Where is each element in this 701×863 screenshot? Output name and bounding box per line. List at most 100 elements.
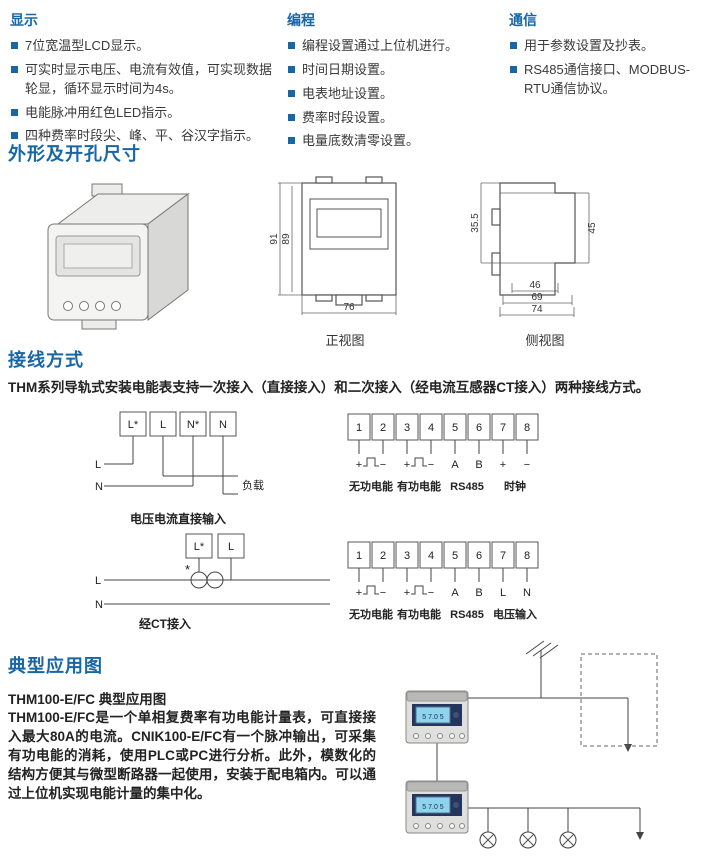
application-subtitle: THM100-E/FC 典型应用图: [8, 692, 167, 707]
front-view-outline: [301, 176, 397, 306]
strip1-stubs: [358, 440, 528, 454]
ct-terminal-boxes: [185, 533, 245, 559]
meter-2: [405, 780, 469, 834]
application-body: THM100-E/FC是一个单相复费率有功电能计量表，可直接接入最大80A的电流…: [8, 710, 376, 801]
front-view-drawing: 91 89 76: [270, 176, 397, 315]
pulse-icon: [411, 585, 427, 595]
side-view-outline: [491, 182, 576, 296]
meter-terminal-screws: [63, 301, 121, 311]
feature-list-communication: 用于参数设置及抄表。 RS485通信接口、MODBUS-RTU通信协议。: [509, 37, 697, 99]
ct-wiring-diagram: L* L * L N 经CT接入: [95, 533, 330, 631]
feature-title-programming: 编程: [287, 12, 315, 28]
terminal-label: 3: [404, 550, 410, 562]
minus-sign: −: [380, 587, 386, 599]
section-title-application: 典型应用图: [8, 656, 103, 676]
strip2-stubs: [358, 568, 528, 582]
arrow-down-icon: [624, 744, 632, 752]
dim-side-69: 69: [531, 292, 543, 303]
wiring-intro: THM系列导轨式安装电能表支持一次接入（直接接入）和二次接入（经电流互感器CT接…: [8, 380, 650, 395]
feature-item: 电表地址设置。: [287, 85, 509, 104]
terminal-label: 2: [380, 550, 386, 562]
front-view-dimension-lines: [278, 182, 397, 315]
group-caption-rs485: RS485: [450, 609, 484, 621]
terminal-label: 4: [428, 422, 434, 434]
terminal-label: 7: [500, 550, 506, 562]
dim-front-89: 89: [281, 233, 292, 245]
feature-item: 7位宽温型LCD显示。: [10, 37, 282, 56]
feature-item: 四种费率时段尖、峰、平、谷汉字指示。: [10, 127, 282, 146]
group-caption-active: 有功电能: [397, 607, 441, 621]
plus-sign: +: [404, 459, 410, 471]
supply-hatch-icon: [525, 640, 559, 659]
ct-polarity-star: *: [185, 562, 190, 577]
terminal-label: N: [219, 419, 227, 431]
load-label: 负载: [242, 478, 264, 492]
feeder-wires: [436, 650, 641, 832]
distribution-box-outline: [580, 653, 658, 747]
terminal-label: 8: [524, 422, 530, 434]
group-caption-reactive: 无功电能: [348, 479, 393, 493]
line-n-label: N: [95, 481, 103, 493]
pulse-icon: [411, 457, 427, 467]
minus-sign: −: [428, 587, 434, 599]
dim-side-35-5: 35.5: [470, 213, 481, 233]
terminal-label: N*: [187, 419, 200, 431]
feature-item: 电能脉冲用红色LED指示。: [10, 104, 282, 123]
meter-display-window: [63, 243, 133, 269]
terminal-label: 2: [380, 422, 386, 434]
lamp-icon: [519, 831, 537, 849]
terminal-label: L: [160, 419, 166, 431]
strip2-terminal-boxes: [347, 541, 539, 569]
strip1-diagram: 1 2 3 4 5 6 7 8 + − + − A B + − 无功电能 有功电…: [347, 413, 539, 493]
dim-front-91: 91: [270, 233, 280, 245]
side-view-dimension-lines: [480, 182, 590, 317]
feature-title-display: 显示: [10, 12, 38, 28]
dim-side-45: 45: [587, 222, 598, 234]
pulse-icon: [363, 457, 379, 467]
plus-sign: +: [500, 459, 506, 471]
feature-list-programming: 编程设置通过上位机进行。 时间日期设置。 电表地址设置。 费率时段设置。 电量底…: [287, 37, 509, 151]
plus-sign: +: [404, 587, 410, 599]
terminal-label: 6: [476, 550, 482, 562]
feature-title-communication: 通信: [509, 12, 537, 28]
features-row: 显示 7位宽温型LCD显示。 可实时显示电压、电流有效值，可实现数据轮显，循环显…: [10, 10, 697, 156]
feature-col-communication: 通信 用于参数设置及抄表。 RS485通信接口、MODBUS-RTU通信协议。: [509, 10, 697, 156]
feature-item: 时间日期设置。: [287, 61, 509, 80]
minus-sign: −: [428, 459, 434, 471]
voltage-n-label: N: [523, 587, 531, 599]
section-title-dimensions: 外形及开孔尺寸: [8, 144, 141, 164]
feature-list-display: 7位宽温型LCD显示。 可实时显示电压、电流有效值，可实现数据轮显，循环显示时间…: [10, 37, 282, 146]
terminal-label: 3: [404, 422, 410, 434]
line-l-label: L: [95, 575, 101, 587]
terminal-label: 7: [500, 422, 506, 434]
line-n-label: N: [95, 599, 103, 611]
meter-3d-drawing: [47, 183, 190, 330]
dim-side-46: 46: [529, 280, 541, 291]
rs485-b-label: B: [475, 459, 482, 471]
feature-col-programming: 编程 编程设置通过上位机进行。 时间日期设置。 电表地址设置。 费率时段设置。 …: [287, 10, 509, 156]
meter-din-clip: [81, 319, 117, 330]
lamp-icon: [559, 831, 577, 849]
pulse-icon: [363, 585, 379, 595]
plus-sign: +: [356, 459, 362, 471]
side-view-caption: 侧视图: [525, 333, 565, 348]
voltage-l-label: L: [500, 587, 506, 599]
rs485-a-label: A: [451, 459, 459, 471]
direct-terminal-boxes: [119, 411, 237, 437]
lamp-icon: [479, 831, 497, 849]
terminal-label: 5: [452, 550, 458, 562]
ct-wiring-caption: 经CT接入: [139, 616, 191, 631]
application-diagram: 5 7.0 5: [405, 640, 658, 849]
direct-wiring-diagram: L* L N* N L N 负载 电压电流直接输入: [95, 411, 264, 526]
feature-item: 电量底数清零设置。: [287, 132, 509, 151]
terminal-label: 8: [524, 550, 530, 562]
terminal-label: 1: [356, 550, 362, 562]
meter-1: [405, 690, 469, 744]
strip1-terminal-boxes: [347, 413, 539, 441]
minus-sign: −: [380, 459, 386, 471]
feature-item: 用于参数设置及抄表。: [509, 37, 697, 56]
terminal-label: 4: [428, 550, 434, 562]
group-caption-reactive: 无功电能: [348, 607, 393, 621]
feature-item: 费率时段设置。: [287, 109, 509, 128]
